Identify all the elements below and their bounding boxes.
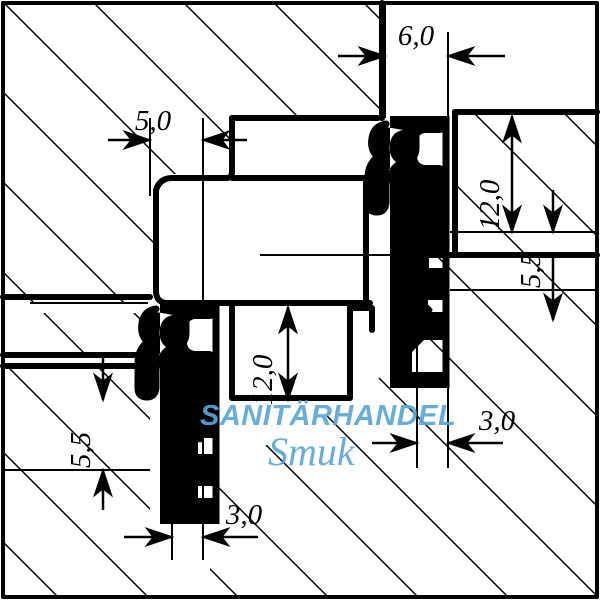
gasket-lower-fins [175, 415, 203, 477]
dimension-label: 12,0 [474, 179, 506, 230]
fin-lower-2 [175, 449, 203, 477]
edge-upper-left-frame-step [153, 115, 235, 294]
dimension-label: 5,5 [515, 252, 547, 288]
dimension-label: 5,0 [135, 105, 172, 137]
dimension-3-0-right: 3,0 [372, 120, 516, 468]
seal-body-upper [368, 116, 446, 388]
seal-spine-group [212, 116, 450, 524]
dimension-5-5-left: 5,5 [3, 355, 150, 510]
watermark-group: SANITÄRHANDEL Smuk [200, 399, 456, 474]
void-center-upper [232, 178, 372, 302]
watermark-brand-text: SANITÄRHANDEL [200, 399, 456, 432]
seal-hook-lower-lower-lip [162, 359, 190, 404]
gasket-upper-fins [405, 253, 433, 313]
seal-hook-lower-tail [182, 305, 216, 325]
dimension-12-0-right: 12,0 [474, 113, 522, 235]
edge-center-tenon-step [347, 305, 375, 333]
dimension-label: 3,0 [478, 405, 516, 437]
fin-upper-1 [405, 253, 433, 281]
dimension-6-0-top: 6,0 [338, 3, 505, 118]
seal-hook-lower [134, 305, 190, 401]
gasket-upper-detail [364, 120, 446, 219]
dimension-5-0-top-left: 5,0 [108, 105, 247, 308]
gasket-upper-right [368, 116, 446, 388]
dimension-label: 6,0 [398, 20, 435, 52]
seal-hook-upper [364, 120, 420, 216]
gasket-lower-detail [134, 305, 216, 404]
fin-lower-1 [175, 415, 203, 443]
dimension-3-0-bottom: 3,0 [124, 438, 263, 560]
void-center-tenon [232, 308, 350, 398]
dimension-5-5-right: 5,5 [450, 190, 597, 323]
fin-upper-2 [405, 285, 433, 313]
seal-hook-upper-lower-lip [392, 174, 420, 219]
dimension-label: 3,0 [225, 499, 263, 531]
dimension-label: 5,5 [65, 432, 97, 468]
watermark-script-text: Smuk [268, 429, 356, 474]
dimension-12-0-center: 12,0 [247, 304, 298, 405]
seal-hook-upper-tail [412, 120, 446, 140]
dimension-annotations: 5,0 6,0 12,0 5,5 [3, 3, 597, 560]
dimension-label: 12,0 [247, 354, 279, 405]
